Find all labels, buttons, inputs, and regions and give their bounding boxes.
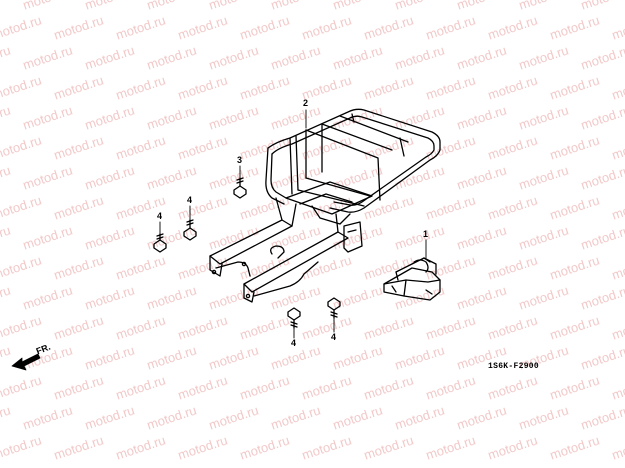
leader-lines xyxy=(159,109,427,339)
bolt-part-4-left-inner xyxy=(183,219,197,241)
front-direction-arrow xyxy=(11,353,41,371)
callout-bolt-bottom-right: 4 xyxy=(331,332,337,342)
bolt-part-4-bottom-left xyxy=(287,307,301,329)
callout-bolt-left-outer: 4 xyxy=(157,211,163,221)
rubber-bracket xyxy=(383,257,441,301)
bolt-part-3 xyxy=(233,177,247,199)
callout-rack: 2 xyxy=(303,98,309,108)
callout-bolt-bottom-left: 4 xyxy=(291,338,297,348)
callout-bolt-left-inner: 4 xyxy=(187,195,193,205)
bolt-part-4-left-outer xyxy=(153,233,167,253)
callout-bolt-top: 3 xyxy=(237,155,243,165)
rear-carrier-rack xyxy=(209,108,441,303)
callout-bracket: 1 xyxy=(423,229,429,239)
diagram-reference-code: 1S6K-F2900 xyxy=(488,362,540,371)
bolt-part-4-bottom-right xyxy=(327,297,341,319)
